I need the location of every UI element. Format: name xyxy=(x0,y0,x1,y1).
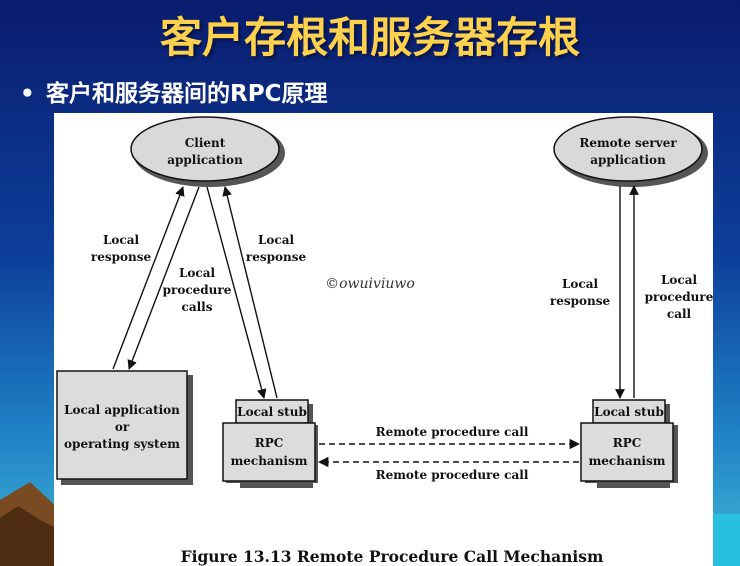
label-rpc-request: Remote procedure call xyxy=(376,425,529,439)
label-local-call-right-1: Local xyxy=(661,273,698,287)
rpc-right-line2: mechanism xyxy=(589,454,666,468)
rpc-diagram-svg: Client application Remote server applica… xyxy=(56,116,713,566)
local-app-box: Local application or operating system xyxy=(56,370,193,485)
label-local-response-left-2: response xyxy=(91,250,152,264)
bullet-item: • 客户和服务器间的RPC原理 xyxy=(20,74,327,108)
mountain-decoration xyxy=(0,482,60,566)
local-app-line3: operating system xyxy=(64,437,180,451)
client-application-node: Client application xyxy=(130,116,285,187)
right-stub-group: Local stub RPC mechanism xyxy=(580,399,678,488)
arrow-local-calls-down xyxy=(127,186,200,370)
label-local-calls-3: calls xyxy=(182,300,213,314)
client-app-line2: application xyxy=(167,153,243,167)
remote-app-line2: application xyxy=(590,153,666,167)
remote-app-line1: Remote server xyxy=(579,136,677,150)
label-local-call-right-3: call xyxy=(667,307,692,321)
label-local-response-mid-1: Local xyxy=(258,233,295,247)
local-app-line2: or xyxy=(115,420,130,434)
label-local-response-right-2: response xyxy=(550,294,611,308)
label-local-response-left-1: Local xyxy=(103,233,140,247)
client-app-line1: Client xyxy=(185,136,226,150)
bullet-text: 客户和服务器间的RPC原理 xyxy=(46,81,328,107)
arrow-client-to-stub xyxy=(206,186,267,399)
label-local-calls-1: Local xyxy=(179,266,216,280)
local-stub-left-label: Local stub xyxy=(237,405,307,419)
arrow-stub-to-client xyxy=(222,186,278,399)
label-local-response-right-1: Local xyxy=(562,277,599,291)
arrow-local-response-up xyxy=(112,186,185,370)
rpc-diagram: Client application Remote server applica… xyxy=(54,113,713,566)
figure-caption: Figure 13.13 Remote Procedure Call Mecha… xyxy=(181,547,604,566)
remote-server-node: Remote server application xyxy=(553,116,708,187)
slide-title: 客户存根和服务器存根 xyxy=(159,13,580,62)
local-app-line1: Local application xyxy=(64,403,180,417)
cyan-decoration xyxy=(712,514,740,566)
watermark: ©owuiviuwo xyxy=(325,276,415,292)
label-local-call-right-2: procedure xyxy=(645,290,713,304)
rpc-left-line1: RPC xyxy=(255,436,284,450)
local-stub-right-label: Local stub xyxy=(594,405,664,419)
rpc-right-line1: RPC xyxy=(613,436,642,450)
label-local-calls-2: procedure xyxy=(163,283,232,297)
label-rpc-reply: Remote procedure call xyxy=(376,468,529,482)
label-local-response-mid-2: response xyxy=(246,250,307,264)
bullet-dot: • xyxy=(20,81,35,107)
rpc-left-line2: mechanism xyxy=(231,454,308,468)
left-stub-group: Local stub RPC mechanism xyxy=(222,399,318,488)
